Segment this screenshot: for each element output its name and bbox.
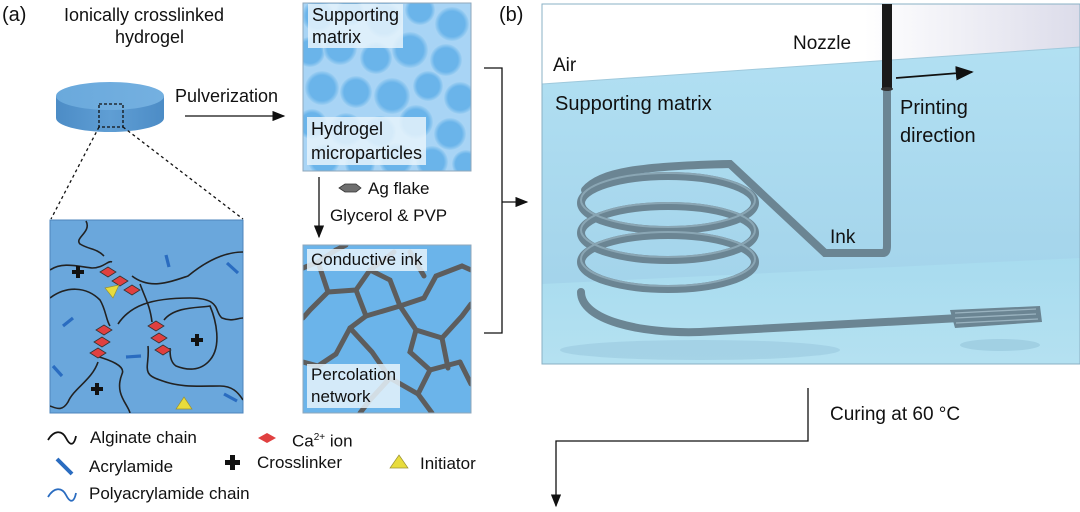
percolation-label: Percolation network <box>307 364 401 408</box>
crosslinker-icon <box>72 266 84 278</box>
nozzle <box>882 4 892 90</box>
ca-ion-cluster <box>89 324 113 359</box>
legend-calcium-suffix: ion <box>325 431 353 451</box>
alginate-chain <box>131 251 243 285</box>
legend-calcium: Ca2+ ion <box>292 427 353 453</box>
microparticle <box>430 44 462 76</box>
zoom-region-marker <box>98 103 124 128</box>
microparticle <box>413 71 443 101</box>
acrylamide-icon <box>164 254 171 268</box>
printing-line2: direction <box>900 125 976 147</box>
alginate-chain <box>139 283 153 323</box>
hydrogel-title-line1: Ionically crosslinked <box>64 5 225 25</box>
additives-label: Glycerol & PVP <box>330 206 448 225</box>
panel-a-label: (a) <box>2 4 27 26</box>
microparticle <box>444 82 471 114</box>
ca-legend-icon <box>258 433 276 443</box>
alginate-chain <box>50 361 99 410</box>
hydrogel-disk <box>56 82 164 132</box>
alginate-legend-icon <box>47 431 77 445</box>
microparticle <box>452 150 471 171</box>
zoom-line-right <box>122 126 244 220</box>
printing-scene <box>541 3 1080 365</box>
ag-flake-icon <box>338 183 362 193</box>
acrylamide-icon <box>225 261 240 275</box>
ag-flake-label: Ag flake <box>368 179 430 198</box>
crosslinker-icon <box>91 383 103 395</box>
ag-flake-chain <box>367 267 403 309</box>
pulverization-label: Pulverization <box>175 86 279 106</box>
ink-label: Ink <box>830 227 856 248</box>
acrylamide-legend-icon <box>55 457 74 476</box>
initiator-icon <box>104 284 120 299</box>
supporting-matrix-line1: Supporting <box>312 5 400 25</box>
microparticle <box>305 71 339 105</box>
microparticle <box>434 118 466 150</box>
legend-calcium-charge: 2+ <box>313 432 326 443</box>
acrylamide-icon <box>62 316 74 328</box>
percolation-line1: Percolation <box>311 365 397 384</box>
bracket-connector <box>484 67 503 334</box>
microparticles-line1: Hydrogel <box>311 119 384 139</box>
legend-initiator: Initiator <box>420 454 476 473</box>
alginate-chain <box>77 220 105 257</box>
ag-flake-chain <box>303 259 331 321</box>
zoom-line-left <box>50 126 100 220</box>
microparticle <box>340 76 372 108</box>
acrylamide-icon <box>125 354 142 359</box>
hydrogel-title-line2: hydrogel <box>115 27 185 47</box>
ag-flake-chain <box>439 335 451 371</box>
ag-flake-chain <box>407 327 463 373</box>
legend-acrylamide: Acrylamide <box>89 457 174 476</box>
polyacrylamide-legend-icon <box>47 488 77 502</box>
initiator-legend-icon <box>389 454 409 469</box>
alginate-chain <box>50 260 113 271</box>
ag-flake-chain <box>421 263 471 301</box>
microparticle <box>360 42 392 74</box>
acrylamide-icon <box>223 392 238 403</box>
microparticles-label: Hydrogel microparticles <box>307 117 427 165</box>
microparticle <box>374 78 410 114</box>
microparticles-line2: microparticles <box>311 143 423 163</box>
ag-flake-chain <box>333 287 370 357</box>
legend-alginate: Alginate chain <box>90 428 197 447</box>
curing-label: Curing at 60 °C <box>830 404 961 425</box>
crosslinker-icon <box>191 334 203 346</box>
curing-arrow <box>550 388 809 508</box>
ag-flake-chain <box>457 359 471 387</box>
ca-ion-cluster <box>147 320 172 356</box>
air-label: Air <box>553 55 577 76</box>
legend-calcium-prefix: Ca <box>292 431 314 451</box>
coil-highlight <box>580 172 756 287</box>
nozzle-label: Nozzle <box>793 33 852 54</box>
legend-crosslinker: Crosslinker <box>257 453 343 472</box>
printing-direction-arrow <box>895 66 974 81</box>
alginate-chain <box>117 297 243 325</box>
alginate-chain <box>95 355 131 413</box>
crosslinker-legend-icon <box>225 455 240 470</box>
conductive-ink-label: Conductive ink <box>307 249 427 271</box>
alginate-chain <box>163 305 218 370</box>
printing-line1: Printing <box>900 97 968 119</box>
microparticle <box>435 7 469 41</box>
percolation-line2: network <box>311 387 371 406</box>
supporting-matrix-bath-label: Supporting matrix <box>555 93 712 115</box>
alginate-chain <box>50 288 111 327</box>
initiator-icon <box>175 396 193 410</box>
gel-network-inset <box>49 219 244 414</box>
acrylamide-icon <box>51 364 64 378</box>
panel-b-label: (b) <box>499 4 524 26</box>
contact-pad <box>950 306 1042 328</box>
supporting-matrix-line2: matrix <box>312 27 361 47</box>
alginate-chain <box>146 345 243 401</box>
supporting-matrix-label: Supporting matrix <box>308 4 404 48</box>
legend-polyacrylamide: Polyacrylamide chain <box>89 484 250 503</box>
microparticle <box>405 3 435 25</box>
printing-direction-label: Printing direction <box>900 94 976 150</box>
ca-ion-cluster <box>99 266 141 296</box>
